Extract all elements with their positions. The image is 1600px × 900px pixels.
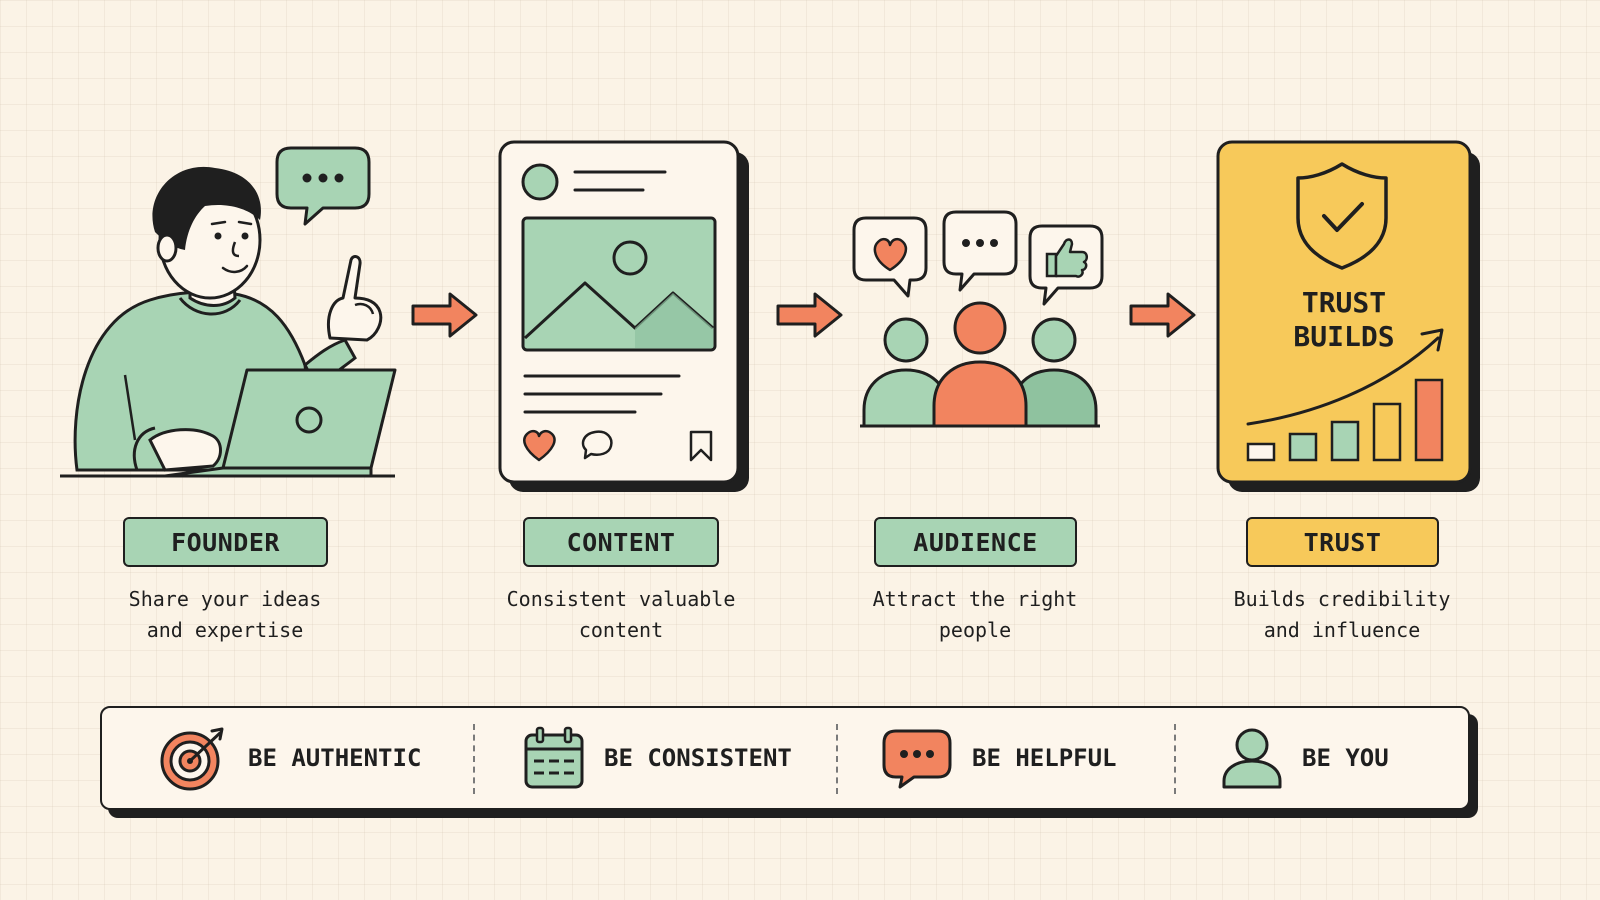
target-icon <box>160 727 224 791</box>
content-post-card <box>498 140 749 492</box>
stage-desc-founder: Share your ideas and expertise <box>65 584 385 646</box>
stage-desc-line: Attract the right <box>872 587 1078 611</box>
audience-illustration <box>852 210 1104 428</box>
stage-desc-line: people <box>938 618 1012 642</box>
trust-card-line2: BUILDS <box>1293 320 1395 353</box>
principle-label: BE HELPFUL <box>972 744 1117 772</box>
chat-bubble-icon <box>882 729 952 789</box>
divider <box>1174 724 1176 794</box>
arrow-right-icon <box>1129 292 1196 338</box>
stage-label-trust: TRUST <box>1246 517 1439 567</box>
arrow-right-icon <box>411 292 478 338</box>
trust-card-line1: TRUST <box>1301 286 1387 319</box>
trust-card <box>1216 140 1480 492</box>
principle-label: BE CONSISTENT <box>604 744 792 772</box>
principle-label: BE AUTHENTIC <box>248 744 422 772</box>
principles-panel: BE AUTHENTIC BE CONSISTENT BE HELPFUL <box>100 706 1470 810</box>
stage-desc-line: Consistent valuable <box>506 587 736 611</box>
stage-desc-line: Share your ideas <box>128 587 322 611</box>
principle-be-authentic: BE AUTHENTIC <box>158 708 421 808</box>
founder-illustration <box>60 146 397 478</box>
principle-label: BE YOU <box>1302 744 1389 772</box>
stage-desc-line: content <box>578 618 664 642</box>
stage-label-content: CONTENT <box>523 517 719 567</box>
stage-desc-trust: Builds credibility and influence <box>1182 584 1502 646</box>
divider <box>473 724 475 794</box>
stage-desc-line: and expertise <box>146 618 304 642</box>
calendar-icon <box>524 726 584 789</box>
stage-label-founder: FOUNDER <box>123 517 328 567</box>
divider <box>836 724 838 794</box>
stage-desc-content: Consistent valuable content <box>461 584 781 646</box>
stage-desc-line: Builds credibility <box>1233 587 1451 611</box>
trust-card-title: TRUST BUILDS <box>1218 286 1470 354</box>
principle-be-you: BE YOU <box>1220 708 1389 808</box>
stage-desc-audience: Attract the right people <box>815 584 1135 646</box>
arrow-right-icon <box>776 292 843 338</box>
stage-desc-line: and influence <box>1263 618 1421 642</box>
principle-be-helpful: BE HELPFUL <box>882 708 1117 808</box>
principle-be-consistent: BE CONSISTENT <box>522 708 792 808</box>
stage-label-audience: AUDIENCE <box>874 517 1077 567</box>
person-icon <box>1222 728 1282 789</box>
